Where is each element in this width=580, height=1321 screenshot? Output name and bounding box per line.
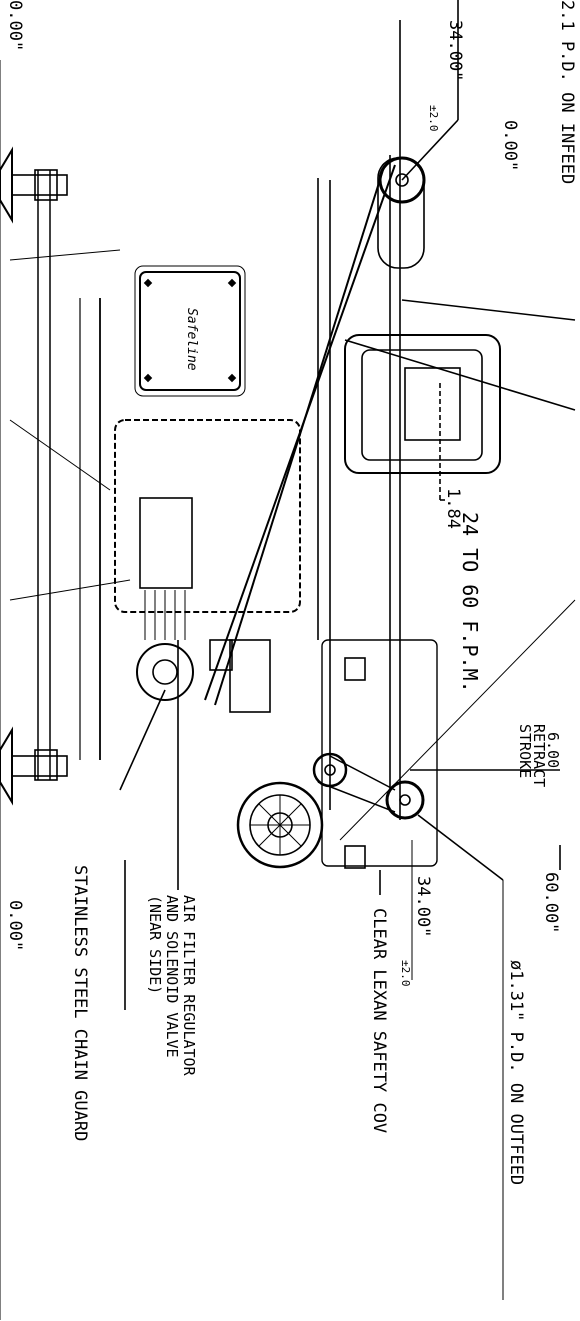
outfeed-height-label: 34.00" [413, 876, 433, 937]
metal-detector-head [344, 334, 501, 474]
leveling-foot-left [0, 146, 68, 224]
solenoid-valve [209, 639, 233, 671]
infeed-pulley-callout: 2.1 P.D. ON INFEED [557, 0, 577, 184]
detector-display [404, 367, 461, 441]
vendor-logo: Safeline [184, 308, 199, 371]
infeed-height-label: 34.00" [445, 20, 465, 81]
overall-length-label: 60.00" [541, 872, 561, 933]
lexan-cover-callout: CLEAR LEXAN SAFETY COV [369, 908, 389, 1133]
outfeed-pulley-icon [385, 780, 425, 820]
air-filter-callout-line1: AIR FILTER REGULATOR [180, 895, 198, 1077]
speed-range-label: 24 TO 60 F.P.M. [458, 512, 482, 693]
infeed-height-tolerance: ±2.0 [427, 105, 440, 132]
leveling-foot-right [0, 726, 68, 806]
air-filter-callout-line3: (NEAR SIDE) [146, 895, 164, 994]
outfeed-pulley-callout: ø1.31" P.D. ON OUTFEED [506, 960, 526, 1185]
aperture-offset-label: 1.84 [443, 488, 463, 529]
gear-motor [139, 497, 193, 589]
air-filter [229, 639, 271, 713]
retract-stroke-label-2: STROKE [516, 724, 534, 778]
retract-stroke-value: 6.00 [544, 732, 562, 768]
gearbox-icon [136, 643, 194, 701]
air-filter-callout-line2: AND SOLENOID VALVE [163, 895, 181, 1058]
retract-stroke-label-1: RETRACT [530, 724, 548, 787]
outfeed-height-tolerance: ±2.0 [399, 960, 412, 987]
lexan-cover [321, 639, 438, 867]
control-box [139, 271, 241, 391]
chain-guard-callout: STAINLESS STEEL CHAIN GUARD [70, 865, 90, 1141]
infeed-zero-label: 0.00" [500, 120, 520, 171]
electrical-panel [114, 419, 301, 613]
zero-bottom-right-label: 0.00" [5, 900, 25, 951]
zero-top-left-label: 0.00" [5, 0, 25, 51]
